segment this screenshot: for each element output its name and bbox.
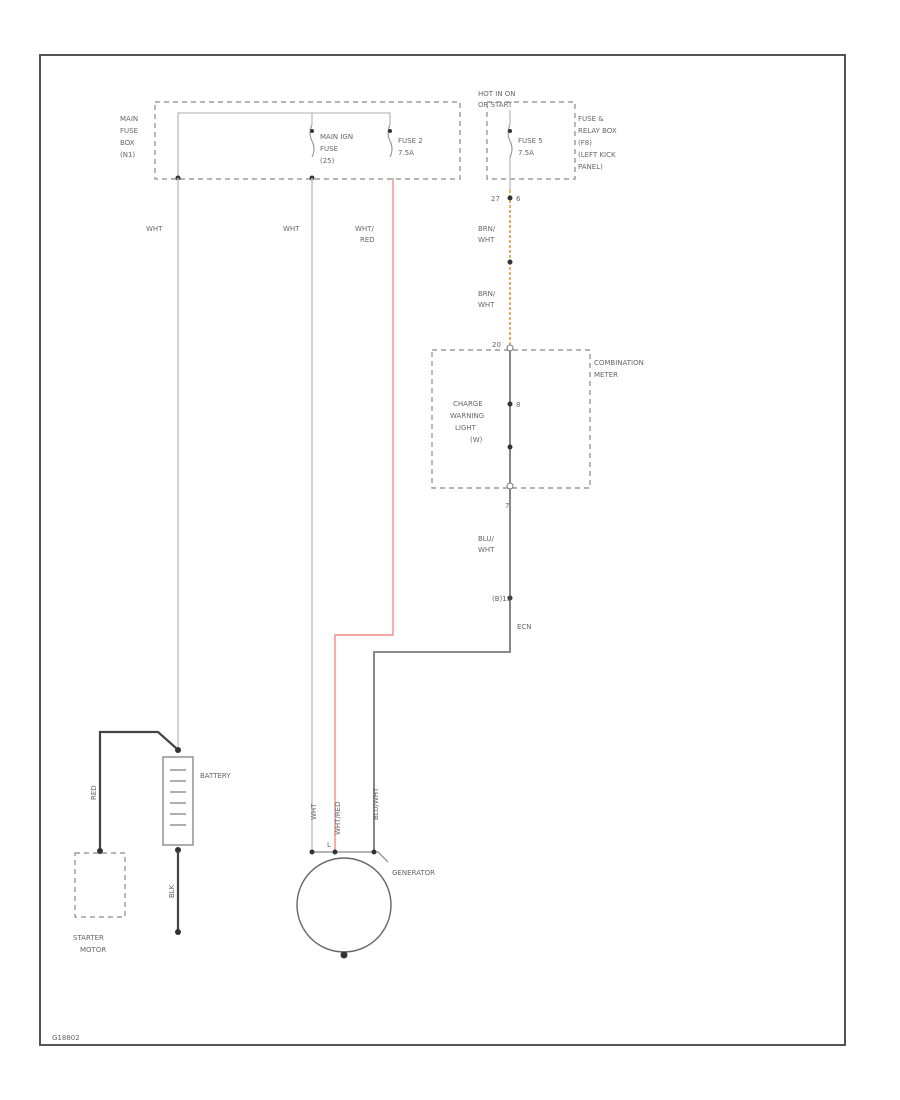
wire-label-brn-wht-2b: WHT [478, 301, 495, 309]
meter-node-8 [507, 401, 513, 407]
pin-20: 20 [492, 341, 501, 349]
fuse-relay-box-label-2: RELAY BOX [578, 127, 617, 135]
fuse-relay-box-label-4: (LEFT KICK [578, 151, 616, 159]
wire-label-blk: BLK [168, 884, 176, 898]
wire-wht-red [334, 178, 394, 852]
fuse-5-label-2: 7.5A [518, 149, 534, 157]
generator-ground-node [340, 951, 348, 959]
main-ign-fuse-label-3: (25) [320, 157, 335, 165]
main-fuse-box-outline [154, 101, 461, 180]
wire-label-wht-left: WHT [146, 225, 163, 233]
wire-label-red-starter: RED [90, 785, 98, 800]
charge-light-label-3: LIGHT [455, 424, 477, 432]
battery-body [162, 756, 194, 846]
connector-node-19 [507, 595, 513, 601]
wire-label-wht-red-gen: WHT/RED [334, 802, 342, 836]
wire-label-blu-wht-1: BLU/ [478, 535, 494, 543]
wire-blu-wht [373, 489, 511, 852]
wire-label-brn-wht-2a: BRN/ [478, 290, 496, 298]
fuse-relay-box-outline [486, 101, 576, 180]
generator-body [296, 857, 392, 953]
hot-in-on-label-1: HOT IN ON [478, 90, 516, 98]
pin-19: (B)19 [492, 595, 511, 603]
fuse-2-symbol [387, 124, 393, 158]
starter-motor-label-2: MOTOR [80, 946, 106, 954]
main-fuse-box-label-4: (N1) [120, 151, 135, 159]
starter-motor-label-1: STARTER [73, 934, 104, 942]
fuse-2-label-1: FUSE 2 [398, 137, 423, 145]
diagram-frame [39, 54, 846, 1046]
charge-light-label-4: (W) [470, 436, 483, 444]
wire-label-wht-red-1: WHT/ [355, 225, 374, 233]
fuse-relay-box-label-5: PANEL) [578, 163, 603, 171]
wire-label-wht-mid: WHT [283, 225, 300, 233]
wire-label-brn-wht-1b: WHT [478, 236, 495, 244]
main-bus-bar [177, 112, 313, 178]
main-ign-fuse-symbol [309, 124, 315, 158]
starter-motor-outline [74, 852, 126, 918]
battery-label: BATTERY [200, 772, 231, 780]
combination-meter-label-2: METER [594, 371, 618, 379]
generator-terminal-block [312, 851, 389, 863]
fuse-5-symbol [507, 124, 513, 158]
wire-red-starter [98, 730, 177, 851]
pin-gen-l: L [327, 841, 331, 849]
generator-node-ig [309, 849, 315, 855]
battery-cells [170, 769, 186, 826]
meter-pin-7 [506, 482, 514, 490]
wire-label-wht-gen: WHT [310, 803, 318, 820]
main-fuse-box-label-3: BOX [120, 139, 135, 147]
fuse-2-label-2: 7.5A [398, 149, 414, 157]
main-bus-bar-2 [312, 112, 391, 125]
hot-in-on-label-2: OR START [478, 101, 513, 109]
generator-node-l [371, 849, 377, 855]
fuse-relay-box-label-1: FUSE & [578, 115, 604, 123]
pin-8: 8 [516, 401, 520, 409]
main-ign-fuse-label-1: MAIN IGN [320, 133, 353, 141]
generator-label: GENERATOR [392, 869, 435, 877]
wire-label-wht-red-2: RED [360, 236, 375, 244]
figure-id: G18802 [52, 1034, 80, 1042]
main-ign-fuse-node-top [310, 129, 314, 133]
battery-plus-node [175, 747, 181, 753]
generator-node-s [332, 849, 338, 855]
charge-light-label-1: CHARGE [453, 400, 483, 408]
starter-node [97, 848, 103, 854]
combination-meter-label-1: COMBINATION [594, 359, 644, 367]
fuse-5-label-1: FUSE 5 [518, 137, 543, 145]
main-fuse-box-label-2: FUSE [120, 127, 138, 135]
combination-meter-outline [431, 349, 591, 489]
wire-label-blu-wht-gen: BLU/WHT [372, 787, 380, 820]
pin-6: 6 [516, 195, 521, 203]
pin-27: 27 [491, 195, 500, 203]
main-ign-fuse-label-2: FUSE [320, 145, 338, 153]
meter-node-lamp [507, 444, 513, 450]
fuse-5-node [508, 129, 512, 133]
wire-label-blu-wht-2: WHT [478, 546, 495, 554]
fuse-relay-box-label-3: (F8) [578, 139, 592, 147]
connector-27-node [507, 195, 513, 201]
wire-label-brn-wht-1a: BRN/ [478, 225, 496, 233]
splice-node-brn [507, 259, 513, 265]
pin-ecn: ECN [517, 623, 532, 631]
fuse-2-node [388, 129, 392, 133]
pin-7: 7 [505, 502, 509, 510]
ground-node [175, 929, 181, 935]
charge-light-label-2: WARNING [450, 412, 484, 420]
main-fuse-box-label-1: MAIN [120, 115, 138, 123]
meter-pin-20 [506, 344, 514, 352]
